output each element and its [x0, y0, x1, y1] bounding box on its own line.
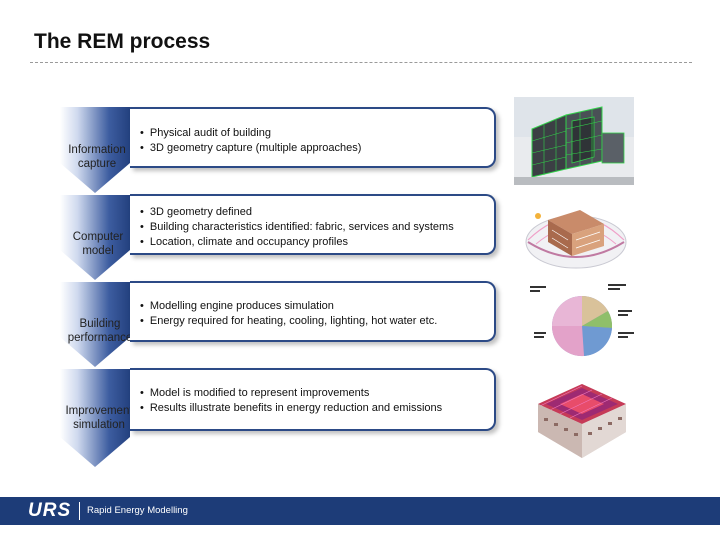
chevron-step-4 [60, 369, 130, 467]
improvement-heatmap-image [538, 384, 626, 458]
energy-pie-image [528, 282, 636, 366]
bullet-item: Building characteristics identified: fab… [140, 220, 494, 235]
bullet-item: Modelling engine produces simulation [140, 299, 494, 314]
step-box-information-capture: Physical audit of building 3D geometry c… [130, 107, 496, 168]
bullet-item: Physical audit of building [140, 126, 494, 141]
bullet-item: Model is modified to represent improveme… [140, 386, 494, 401]
step-box-computer-model: 3D geometry defined Building characteris… [130, 194, 496, 255]
step-label-improvement-simulation: Improvement simulation [65, 405, 133, 431]
step-label-building-performance: Building performance [67, 318, 133, 344]
footer-title: Rapid Energy Modelling [87, 505, 188, 516]
chevron-step-3 [60, 282, 130, 367]
step-box-building-performance: Modelling engine produces simulation Ene… [130, 281, 496, 342]
footer-bar [0, 497, 720, 525]
bullet-item: 3D geometry defined [140, 205, 494, 220]
building-scan-image [514, 97, 634, 185]
bullet-item: Location, climate and occupancy profiles [140, 235, 494, 250]
chevron-step-1 [60, 107, 130, 193]
bullet-item: 3D geometry capture (multiple approaches… [140, 141, 494, 156]
bullet-item: Results illustrate benefits in energy re… [140, 401, 494, 416]
footer-divider [79, 502, 80, 520]
step-box-improvement-simulation: Model is modified to represent improveme… [130, 368, 496, 431]
title-divider [30, 62, 692, 63]
slide-title: The REM process [34, 30, 211, 53]
urs-logo: URS [28, 500, 72, 521]
computer-model-image [525, 210, 627, 269]
step-label-computer-model: Computer model [72, 231, 124, 257]
chevron-step-2 [60, 195, 130, 280]
step-label-information-capture: Information capture [68, 144, 126, 170]
bullet-item: Energy required for heating, cooling, li… [140, 314, 494, 329]
